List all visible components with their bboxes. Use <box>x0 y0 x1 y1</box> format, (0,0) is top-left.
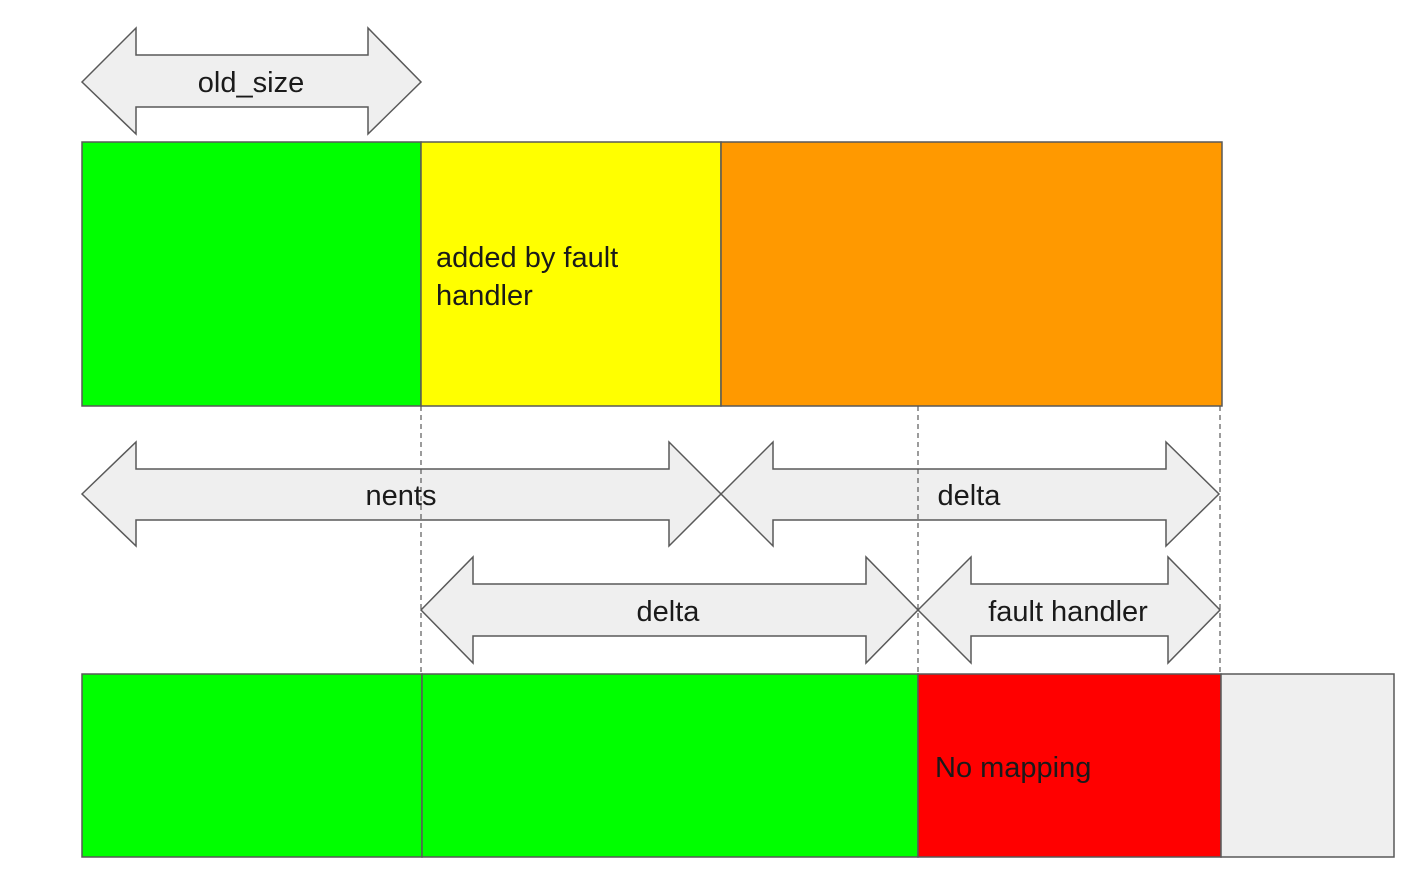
delta-upper-arrow <box>719 440 1221 548</box>
fault-handler-label: fault handler <box>988 596 1148 628</box>
nents-label: nents <box>366 480 437 512</box>
bottom-old-region <box>81 673 423 858</box>
top-memory-row: added by fault handler <box>81 141 1223 407</box>
top-added-region <box>420 141 722 407</box>
bottom-memory-row: No mapping <box>81 673 1395 858</box>
bottom-delta-region <box>421 673 919 858</box>
fault-handler-arrow <box>916 555 1222 665</box>
old-size-label: old_size <box>198 67 304 99</box>
no-mapping-label: No mapping <box>935 752 1091 784</box>
unused-region <box>1220 673 1395 858</box>
top-old-region <box>81 141 422 407</box>
delta-upper-label: delta <box>938 480 1002 512</box>
delta-lower-label: delta <box>637 596 701 628</box>
top-orange-region <box>720 141 1223 407</box>
no-mapping-region <box>917 673 1222 858</box>
fault-handler-arrow-shape <box>916 555 1222 665</box>
old-size-arrow-shape <box>80 26 423 136</box>
old-size-arrow: old_size <box>80 26 423 136</box>
added-by-fault-handler-label-line1: added by fault <box>436 242 618 274</box>
added-by-fault-handler-label-line2: handler <box>436 280 533 312</box>
delta-upper-arrow-shape <box>719 440 1221 548</box>
